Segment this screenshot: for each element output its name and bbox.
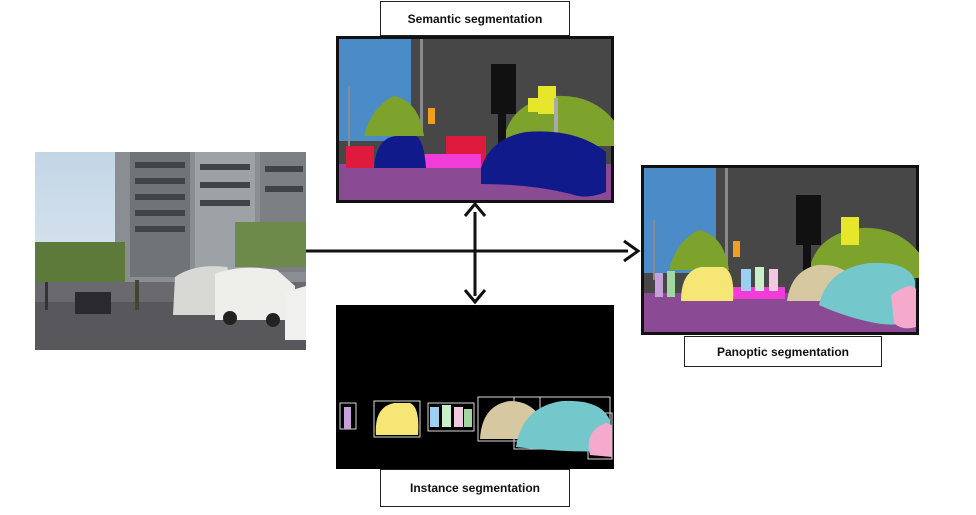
arrowhead-down [463,289,487,305]
arrowhead-up [463,201,487,217]
panoptic-segmentation-label: Panoptic segmentation [684,336,882,367]
arrowhead-right [623,239,641,263]
semantic-segmentation-label: Semantic segmentation [380,1,570,36]
instance-segmentation-label: Instance segmentation [380,469,570,507]
semantic-segmentation-image [336,36,614,203]
panoptic-segmentation-image [641,165,919,335]
input-photo [35,152,306,350]
instance-segmentation-image [336,305,614,469]
